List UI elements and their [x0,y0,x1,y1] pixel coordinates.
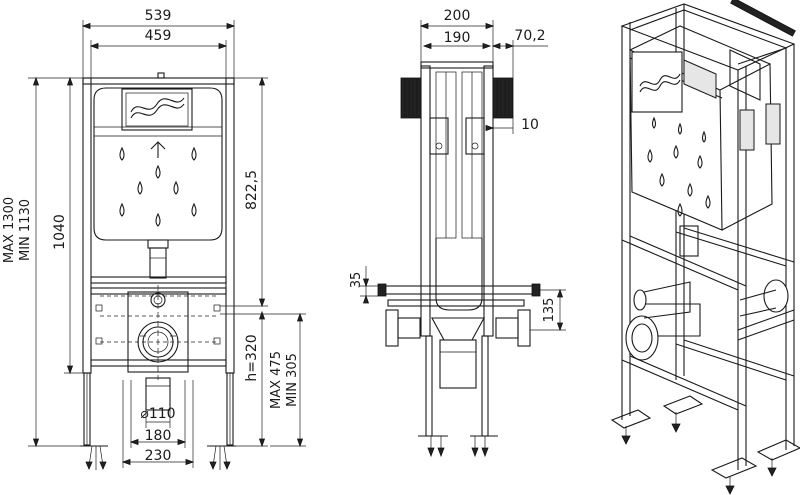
dim-drain-spacing: 180 [145,428,172,444]
side-view: 200 190 70,2 10 35 135 [349,8,566,458]
dim-width-overall: 539 [145,8,172,24]
iso-feet [610,395,800,495]
dim-drain-width: 230 [145,448,172,464]
dim-height-total: 1040 [52,214,68,250]
up-arrow-icon [150,141,166,158]
dim-depth-inner: 190 [444,30,471,46]
front-right-foot [207,445,236,471]
front-view: 539 459 MAX 1300 MIN 1130 1040 822,5 h=3… [2,8,306,471]
dim-width-inner: 459 [145,28,172,44]
dim-cistern-height: 822,5 [244,170,260,210]
dim-drain-range-max: MAX 475 [269,351,284,409]
dim-drain-height: h=320 [244,334,260,381]
dim-height-range-min: MIN 1130 [18,199,33,261]
side-left-coil [400,77,422,119]
dim-drain-range-min: MIN 305 [285,353,300,407]
iso-cistern [629,25,773,231]
dim-bracket-offset: 70,2 [514,28,545,44]
dim-pipe-diameter: ⌀110 [140,406,175,422]
isometric-view [610,0,800,495]
dim-depth-overall: 200 [444,8,471,24]
dim-bracket-height: 135 [542,298,557,323]
dim-pipe-height: 35 [349,272,364,289]
front-left-foot [80,445,108,471]
cistern [93,72,223,279]
drain-box [95,285,221,411]
water-drop-icon [119,146,197,227]
dim-bracket-gap: 10 [521,117,539,133]
flush-logo-icon [130,97,185,119]
dim-height-range-max: MAX 1300 [2,197,17,263]
side-right-coil [492,77,514,119]
